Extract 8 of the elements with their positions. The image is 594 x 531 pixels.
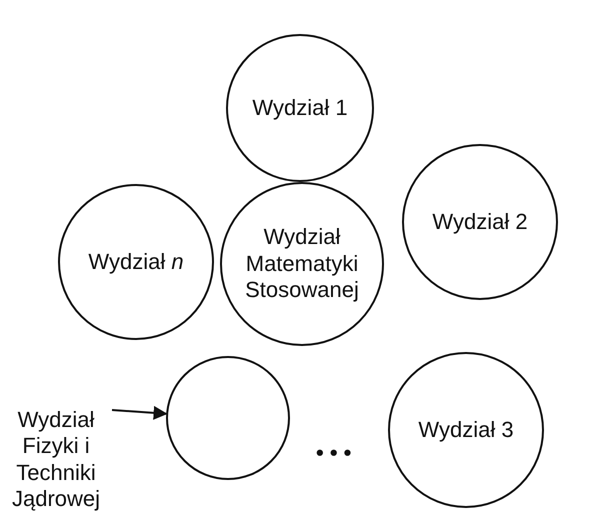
faculty-name: Wydział 3 (418, 416, 514, 444)
faculty-name: Wydział 1 (252, 94, 348, 122)
ellipsis: • • • (316, 440, 352, 466)
faculty-name: Wydział Matematyki Stosowanej (244, 224, 360, 304)
faculty-label: Wydział Fizyki i Techniki Jądrowej (10, 406, 102, 512)
faculty-name: Wydział n (88, 248, 184, 276)
arrow (112, 406, 168, 420)
faculty-name: Wydział 2 (432, 208, 528, 236)
